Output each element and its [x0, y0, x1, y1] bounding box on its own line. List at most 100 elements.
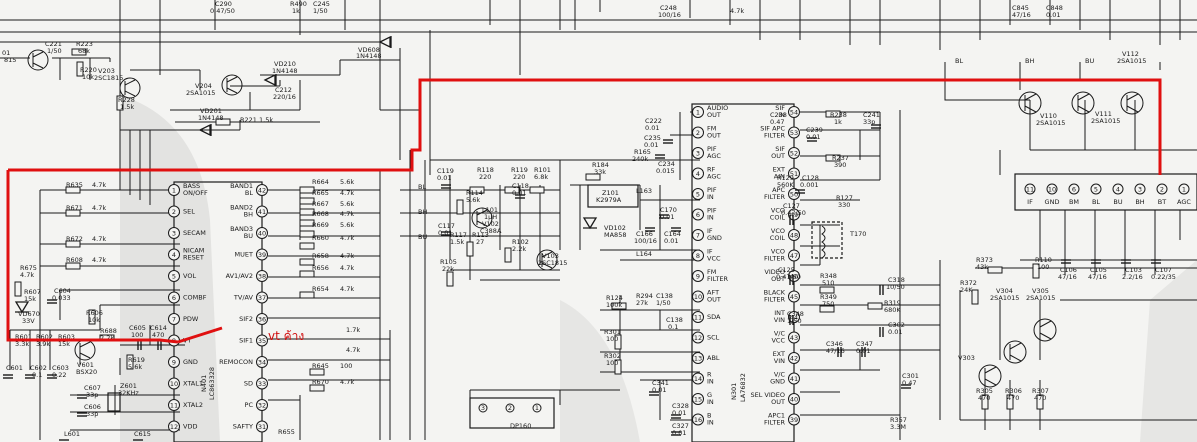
component-label: 2SA1015 [1117, 57, 1146, 65]
component-label: 22k [442, 265, 454, 273]
component-label: R603 [58, 333, 75, 341]
component-label: C606 [84, 403, 101, 411]
pin-label: SD [244, 380, 253, 388]
pin-number: 8 [696, 252, 700, 260]
pin-number: 6 [172, 294, 176, 302]
component-label: V102 [482, 220, 499, 228]
component-label: C348 [787, 310, 804, 318]
pin-number: 41 [790, 375, 798, 383]
component-label: DP160 [510, 422, 531, 430]
component-label: C605 [129, 324, 146, 332]
diode-vd210 [263, 73, 277, 87]
component-label: R607 [24, 288, 41, 296]
diode-vd670 [14, 301, 30, 314]
component-label: BSX20 [76, 368, 97, 376]
component-label: C615 [134, 430, 151, 438]
component-label: 2.2/16 [1122, 273, 1143, 281]
pin-number: 33 [258, 380, 266, 388]
component-label: 815 [4, 56, 16, 64]
component-label: 0.01 [1046, 11, 1060, 19]
pin-label: REMOCON [219, 358, 253, 366]
tuner-pin-number: 6 [1072, 185, 1076, 193]
component-label: R101 [534, 166, 551, 174]
component-label: V103 [542, 252, 559, 260]
pin-number: 1 [696, 108, 700, 116]
pin-number: 42 [790, 354, 798, 362]
ic-n401-ref: N401 [200, 375, 208, 392]
tuner-pin-number: 1 [1182, 185, 1186, 193]
component-label: L101 [482, 206, 498, 214]
component-label: V204 [195, 82, 212, 90]
component-label: T170 [849, 230, 866, 238]
component-label: 0.22/35 [1151, 273, 1176, 281]
pin-number: 13 [694, 354, 702, 362]
tuner-pin-label: IF [1027, 198, 1033, 206]
component-label: R655 [278, 428, 295, 436]
component-label: C301 [902, 372, 919, 380]
component-label: 5.6k [466, 196, 480, 204]
component-label: 0.01 [672, 429, 686, 437]
tuner-pin-number: 3 [1138, 185, 1142, 193]
component-label: 6.8k [534, 173, 548, 181]
component-label: 4.7k [340, 189, 354, 197]
component-label: 1.5k [120, 103, 134, 111]
component-label: R357 [890, 416, 907, 424]
pin-number: 53 [790, 129, 798, 137]
pin-number: 38 [258, 272, 266, 280]
tuner-pin-number: 4 [1116, 185, 1120, 193]
transistor-v303 [978, 364, 1002, 388]
pin-number: 12 [170, 423, 178, 431]
component-label: C212 [275, 86, 292, 94]
pin-number: 39 [790, 416, 798, 424]
component-label: C388A [480, 227, 502, 235]
component-label: BU [1085, 57, 1094, 65]
component-label: 33p [863, 118, 875, 126]
pin-number: 36 [258, 315, 266, 323]
component-label: R114 [466, 189, 483, 197]
pin-label: XTAL2 [183, 401, 203, 409]
pin-number: 10 [170, 380, 178, 388]
component-label: V110 [1040, 112, 1057, 120]
component-label: C604 [54, 287, 71, 295]
transistor-v102 [471, 207, 493, 229]
tuner-pin-label: AGC [1177, 198, 1191, 206]
ic-n301-ref: N301 [730, 383, 738, 400]
pin-number: 16 [694, 416, 702, 424]
component-label: 100/16 [634, 237, 657, 245]
tuner-pin-5: 5BL [1090, 183, 1102, 206]
component-label: R656 [312, 264, 329, 272]
component-label: 1k [834, 118, 842, 126]
component-label: V305 [1032, 287, 1049, 295]
pin-number: 35 [258, 337, 266, 345]
tuner-pin-label: BL [1092, 198, 1100, 206]
component-label: 33p [86, 391, 98, 399]
ic-n401-part: LC863328 [208, 367, 216, 400]
component-label: Z101 [602, 189, 619, 197]
pin-label: SECAM [183, 229, 206, 237]
component-label: R117 [450, 231, 467, 239]
component-label: R306 [1005, 387, 1022, 395]
transistor-v201 [27, 49, 49, 71]
component-label: C117 [438, 222, 455, 230]
pin-number: 7 [696, 231, 700, 239]
pin-number: 2 [172, 208, 176, 216]
component-label: C221 [45, 40, 62, 48]
component-label: 0.01 [438, 229, 452, 237]
